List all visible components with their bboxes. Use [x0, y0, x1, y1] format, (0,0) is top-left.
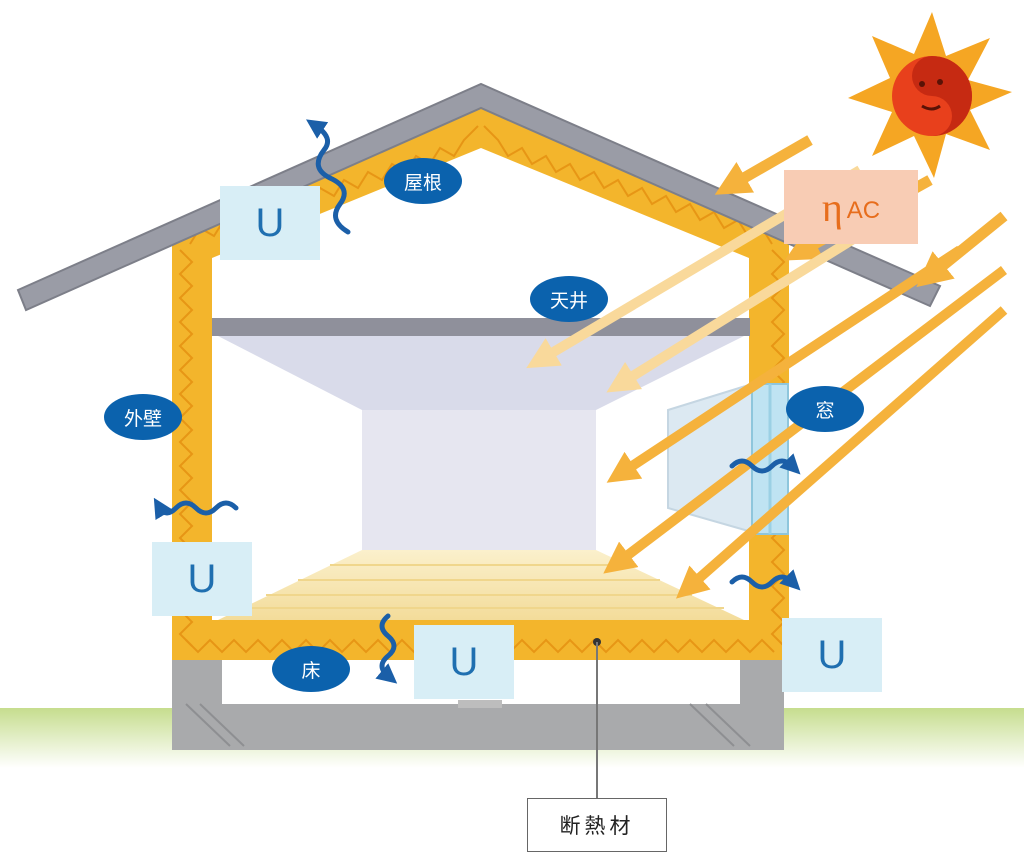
u-value-box-window-wall: U	[782, 618, 882, 692]
insulation-leader	[593, 638, 601, 800]
sun-arrow	[606, 245, 963, 483]
label-outer-wall: 外壁	[104, 394, 182, 440]
sun-icon	[848, 12, 1012, 178]
heat-arrow-lower-wall	[729, 569, 801, 591]
floor-boards	[236, 564, 724, 609]
heat-arrow-floor	[375, 613, 398, 684]
eta-ac-box: η AC	[784, 170, 918, 244]
heat-loss-arrows	[153, 119, 801, 684]
u-value-box-roof: U	[220, 186, 320, 260]
eta-subscript: AC	[846, 197, 881, 224]
eta-symbol: η	[821, 184, 843, 230]
label-ceiling: 天井	[530, 276, 608, 322]
u-value-box-wall: U	[152, 542, 252, 616]
label-insulation: 断熱材	[527, 798, 667, 852]
roof	[16, 82, 942, 312]
label-roof: 屋根	[384, 158, 462, 204]
back-wall	[362, 410, 596, 550]
u-value-box-floor: U	[414, 625, 514, 699]
heat-arrow-wall	[153, 497, 239, 521]
label-window: 窓	[786, 386, 864, 432]
sun-arrow	[675, 306, 1008, 599]
heat-arrow-window	[729, 453, 801, 475]
sun-arrow	[714, 135, 813, 195]
ceiling-beam	[212, 318, 750, 336]
label-floor: 床	[272, 646, 350, 692]
heat-arrow-roof	[306, 119, 351, 235]
